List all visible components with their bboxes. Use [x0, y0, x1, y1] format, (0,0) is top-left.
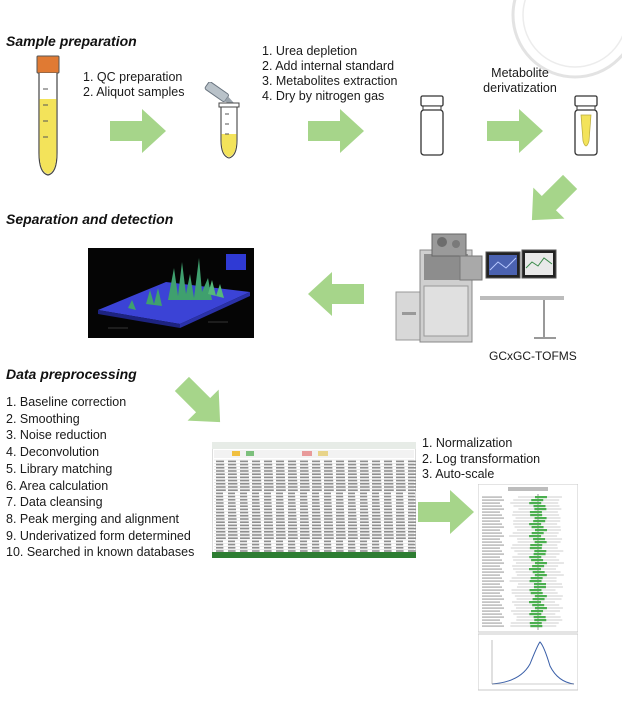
- extraction-step-2: 2. Add internal standard: [262, 59, 398, 74]
- normalization-steps-text: 1. Normalization 2. Log transformation 3…: [422, 436, 540, 483]
- spreadsheet-thumbnail: [212, 442, 416, 558]
- normalization-step-3: 3. Auto-scale: [422, 467, 540, 483]
- derivatization-text: Metabolite derivatization: [470, 66, 570, 96]
- derivatized-vial-icon: [572, 95, 600, 157]
- section-title-data-preprocessing: Data preprocessing: [6, 366, 137, 382]
- arrow-right-icon: [418, 488, 476, 536]
- qc-step-1: 1. QC preparation: [83, 70, 184, 85]
- preprocessing-step: 5. Library matching: [6, 461, 194, 478]
- gc-tofms-instrument-image: [394, 228, 569, 346]
- instrument-label: GCxGC-TOFMS: [489, 349, 577, 364]
- preprocessing-step: 7. Data cleansing: [6, 494, 194, 511]
- normalization-step-2: 2. Log transformation: [422, 452, 540, 468]
- preprocessing-step: 3. Noise reduction: [6, 427, 194, 444]
- derivatization-line-1: Metabolite: [470, 66, 570, 81]
- preprocessing-steps-list: 1. Baseline correction 2. Smoothing 3. N…: [6, 394, 194, 561]
- preprocessing-step: 4. Deconvolution: [6, 444, 194, 461]
- extraction-step-4: 4. Dry by nitrogen gas: [262, 89, 398, 104]
- extraction-step-3: 3. Metabolites extraction: [262, 74, 398, 89]
- preprocessing-step: 9. Underivatized form determined: [6, 528, 194, 545]
- section-title-separation: Separation and detection: [6, 211, 173, 227]
- pipette-tube-icon: [198, 82, 248, 162]
- qc-step-2: 2. Aliquot samples: [83, 85, 184, 100]
- arrow-left-icon: [306, 270, 364, 318]
- preprocessing-step: 8. Peak merging and alignment: [6, 511, 194, 528]
- preprocessing-step: 6. Area calculation: [6, 478, 194, 495]
- arrow-right-icon: [110, 107, 168, 155]
- normalization-step-1: 1. Normalization: [422, 436, 540, 452]
- arrow-right-icon: [487, 107, 545, 155]
- preprocessing-step: 2. Smoothing: [6, 411, 194, 428]
- boxplot-thumbnail: [478, 484, 578, 694]
- empty-vial-icon: [418, 95, 446, 157]
- section-title-sample-preparation: Sample preparation: [6, 33, 137, 49]
- qc-steps-text: 1. QC preparation 2. Aliquot samples: [83, 70, 184, 100]
- preprocessing-step: 1. Baseline correction: [6, 394, 194, 411]
- preprocessing-step: 10. Searched in known databases: [6, 544, 194, 561]
- derivatization-line-2: derivatization: [470, 81, 570, 96]
- arrow-right-icon: [308, 107, 366, 155]
- arrow-down-left-icon: [522, 172, 580, 230]
- centrifuge-tube-icon: [33, 55, 63, 177]
- extraction-step-1: 1. Urea depletion: [262, 44, 398, 59]
- chromatogram-3d-image: [88, 248, 254, 338]
- extraction-steps-text: 1. Urea depletion 2. Add internal standa…: [262, 44, 398, 104]
